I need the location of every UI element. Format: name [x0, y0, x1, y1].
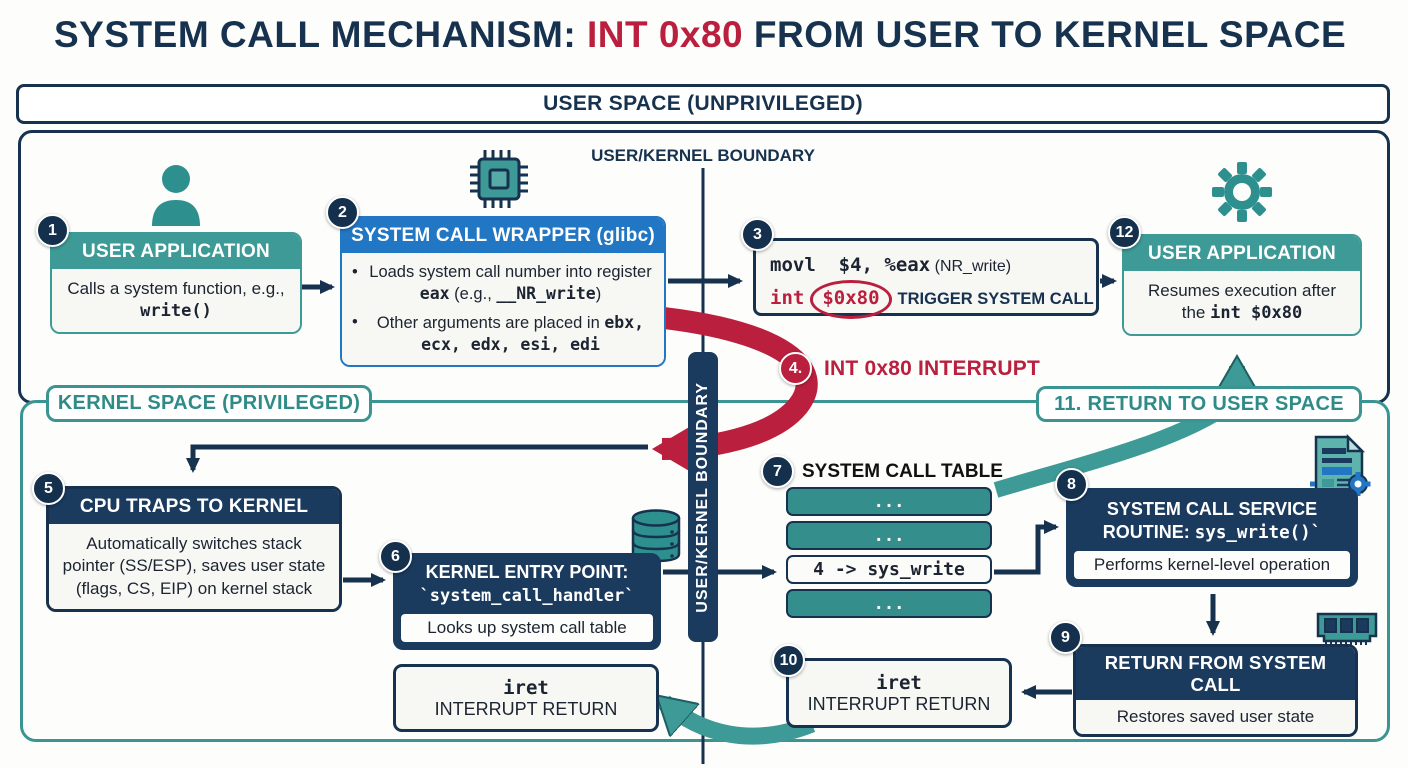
- service-routine-box: SYSTEM CALL SERVICE ROUTINE: sys_write()…: [1066, 488, 1358, 588]
- bullet2-text: Other arguments are placed in: [376, 314, 605, 333]
- registers-code: ebx, ecx, edx, esi, edi: [421, 313, 645, 355]
- syscall-table-title: SYSTEM CALL TABLE: [802, 461, 1003, 482]
- iret-code: iret: [876, 671, 922, 694]
- sys-write-code: sys_write()`: [1194, 522, 1322, 543]
- boundary-top-label: USER/KERNEL BOUNDARY: [591, 146, 815, 165]
- step-badge-10: 10: [772, 644, 805, 677]
- resume-body: Resumes execution after the int $0x80: [1124, 271, 1360, 334]
- wrapper-bullet-1: Loads system call number into register e…: [352, 262, 654, 305]
- user-application-box: USER APPLICATION Calls a system function…: [50, 232, 302, 334]
- chip-icon: [468, 148, 530, 215]
- trigger-note: TRIGGER SYSTEM CALL: [897, 290, 1094, 309]
- user-space-label: USER SPACE (UNPRIVILEGED): [543, 92, 863, 115]
- movl-code: movl $4, %eax: [770, 254, 931, 276]
- int-interrupt-label: INT 0x80 INTERRUPT: [824, 357, 1040, 380]
- title-suffix: FROM USER TO KERNEL SPACE: [743, 14, 1347, 55]
- return-to-user-label: 11. RETURN TO USER SPACE: [1036, 386, 1362, 422]
- resume-text: Resumes execution after the: [1147, 281, 1337, 323]
- return-from-syscall-box: RETURN FROM SYSTEM CALL Restores saved u…: [1073, 644, 1358, 738]
- syscall-wrapper-box: SYSTEM CALL WRAPPER (glibc) Loads system…: [340, 216, 666, 368]
- return-from-syscall-title: RETURN FROM SYSTEM CALL: [1076, 647, 1355, 700]
- int-code: int: [770, 287, 805, 310]
- nr-write-code: __NR_write: [496, 284, 596, 304]
- bullet1-text: Loads system call number into register: [369, 263, 652, 281]
- write-call-code: write(): [140, 301, 212, 322]
- step-badge-2: 2: [326, 196, 359, 229]
- table-row-sys-write: 4 -> sys_write: [786, 555, 992, 584]
- step-badge-8: 8: [1055, 468, 1088, 501]
- user-icon: [147, 164, 205, 233]
- service-routine-title: SYSTEM CALL SERVICE ROUTINE: sys_write()…: [1102, 499, 1322, 543]
- eax-code: eax: [419, 284, 450, 304]
- title-highlight: INT 0x80: [586, 14, 744, 55]
- service-routine-body: Performs kernel-level operation: [1074, 551, 1350, 580]
- iret-box-right: iret INTERRUPT RETURN: [786, 658, 1012, 728]
- user-space-band: USER SPACE (UNPRIVILEGED): [16, 84, 1390, 124]
- arrow-7-8: [994, 520, 1059, 575]
- iret-left-code: iret: [503, 676, 549, 699]
- boundary-bar-label: USER/KERNEL BOUNDARY: [694, 381, 711, 613]
- bullet1-post: ): [595, 285, 602, 304]
- return-to-user-text: 11. RETURN TO USER SPACE: [1054, 392, 1344, 415]
- document-gear-icon: [1310, 433, 1372, 503]
- step-badge-6: 6: [379, 540, 412, 573]
- database-icon: [630, 508, 682, 569]
- step-badge-4: 4.: [779, 352, 812, 385]
- asm-line-1: movl $4, %eax (NR_write): [770, 254, 1012, 276]
- wrapper-bullet-2: Other arguments are placed in ebx, ecx, …: [352, 312, 654, 356]
- gear-icon: [1210, 160, 1274, 229]
- int-0x80-circled: $0x80: [822, 287, 880, 310]
- step-badge-12: 12: [1108, 216, 1141, 249]
- table-row: ...: [786, 521, 992, 550]
- step-badge-1: 1: [36, 214, 69, 247]
- iret-return-arrow: [664, 702, 816, 745]
- kernel-entry-title: KERNEL ENTRY POINT:: [425, 562, 629, 582]
- arrow-trap-to-5: [186, 444, 648, 473]
- bullet1-mid: (e.g.,: [449, 285, 497, 304]
- table-row: ...: [786, 589, 992, 618]
- asm-code-box: movl $4, %eax (NR_write) int $0x80 TRIGGER…: [753, 238, 1099, 319]
- syscall-wrapper-title: SYSTEM CALL WRAPPER (glibc): [342, 218, 664, 253]
- cpu-traps-title: CPU TRAPS TO KERNEL: [49, 489, 339, 524]
- iret-label: INTERRUPT RETURN: [807, 693, 991, 714]
- system-call-handler-code: `system_call_handler`: [419, 585, 635, 606]
- table-row: ...: [786, 487, 992, 516]
- user-application-body: Calls a system function, e.g., write(): [52, 269, 300, 332]
- kernel-space-text: KERNEL SPACE (PRIVILEGED): [57, 392, 361, 414]
- step-badge-7: 7: [761, 455, 794, 488]
- ram-icon: [1316, 608, 1378, 653]
- user-kernel-boundary-bar: USER/KERNEL BOUNDARY: [688, 352, 718, 642]
- iret-box-left: iret INTERRUPT RETURN: [393, 664, 659, 732]
- step-badge-3: 3: [741, 218, 774, 251]
- kernel-entry-body: Looks up system call table: [401, 613, 653, 642]
- return-to-user-arrow: [993, 366, 1237, 498]
- return-from-syscall-body: Restores saved user state: [1076, 700, 1355, 735]
- kernel-entry-box: KERNEL ENTRY POINT: `system_call_handler…: [393, 553, 661, 650]
- iret-left-label: INTERRUPT RETURN: [434, 698, 618, 719]
- title-prefix: SYSTEM CALL MECHANISM:: [54, 14, 587, 55]
- syscall-wrapper-body: Loads system call number into register e…: [342, 253, 664, 366]
- page-title: SYSTEM CALL MECHANISM: INT 0x80 FROM USE…: [54, 14, 1374, 56]
- cpu-traps-body: Automatically switches stack pointer (SS…: [49, 524, 339, 610]
- user-application-title: USER APPLICATION: [52, 234, 300, 269]
- cpu-traps-box: CPU TRAPS TO KERNEL Automatically switch…: [46, 486, 342, 613]
- resume-code: int $0x80: [1210, 303, 1303, 324]
- resume-title: USER APPLICATION: [1124, 236, 1360, 271]
- int-interrupt-arrow: [652, 307, 818, 475]
- user-application-resume-box: USER APPLICATION Resumes execution after…: [1122, 234, 1362, 336]
- user-application-text: Calls a system function, e.g.,: [67, 279, 285, 298]
- step-badge-5: 5: [32, 472, 65, 505]
- step-badge-9: 9: [1049, 621, 1082, 654]
- syscall-table: ... ... 4 -> sys_write ...: [786, 487, 992, 623]
- kernel-space-label: KERNEL SPACE (PRIVILEGED): [46, 385, 372, 422]
- asm-line-2: int $0x80 TRIGGER SYSTEM CALL: [770, 280, 1094, 319]
